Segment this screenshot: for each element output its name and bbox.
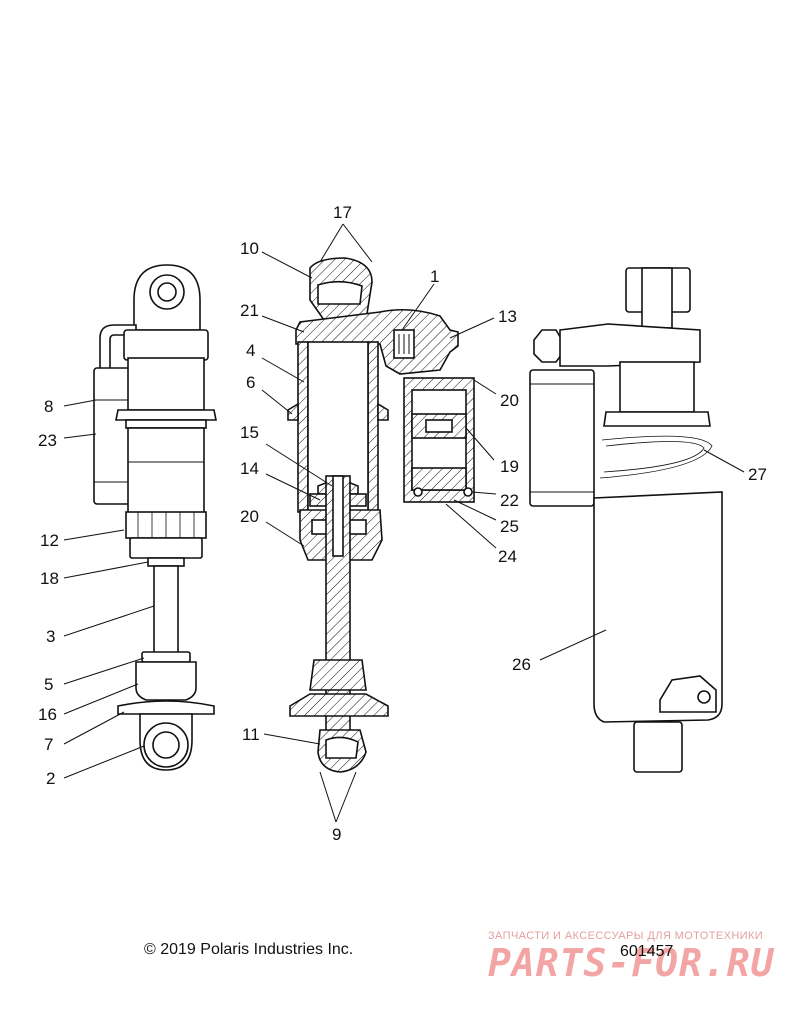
copyright-notice: © 2019 Polaris Industries Inc.	[144, 941, 354, 958]
callout-25: 25	[500, 517, 519, 536]
callout-24: 24	[498, 547, 517, 566]
callout-14: 14	[240, 459, 259, 478]
callout-5: 5	[44, 675, 54, 694]
callout-10: 10	[240, 239, 259, 258]
callout-8: 8	[44, 397, 54, 416]
center-cross-section	[287, 257, 475, 773]
callout-7: 7	[44, 735, 54, 754]
callout-2: 2	[46, 769, 56, 788]
callout-18: 18	[40, 569, 59, 588]
callout-13: 13	[498, 307, 517, 326]
right-shock-assembly	[529, 267, 723, 773]
watermark-tagline: ЗАПЧАСТИ И АКСЕССУАРЫ ДЛЯ МОТОТЕХНИКИ	[488, 930, 764, 942]
figure-number: 601457	[620, 943, 674, 960]
callout-19: 19	[500, 457, 519, 476]
leader-lines	[63, 223, 745, 823]
callout-20-lower: 20	[240, 507, 259, 526]
callout-16: 16	[38, 705, 57, 724]
callout-26: 26	[512, 655, 531, 674]
callout-3: 3	[46, 627, 56, 646]
callout-15: 15	[240, 423, 259, 442]
callout-23: 23	[38, 431, 57, 450]
callout-21: 21	[240, 301, 259, 320]
callout-12: 12	[40, 531, 59, 550]
callout-4: 4	[246, 341, 256, 360]
left-shock-assembly	[93, 264, 217, 771]
watermark-logo: PARTS-FOR.RU	[488, 941, 775, 985]
callout-9: 9	[332, 825, 342, 844]
callout-20-upper: 20	[500, 391, 519, 410]
callout-17: 17	[333, 203, 352, 222]
callout-27: 27	[748, 465, 767, 484]
callout-6: 6	[246, 373, 256, 392]
callout-22: 22	[500, 491, 519, 510]
callout-1: 1	[430, 267, 440, 286]
callout-11: 11	[242, 725, 260, 744]
